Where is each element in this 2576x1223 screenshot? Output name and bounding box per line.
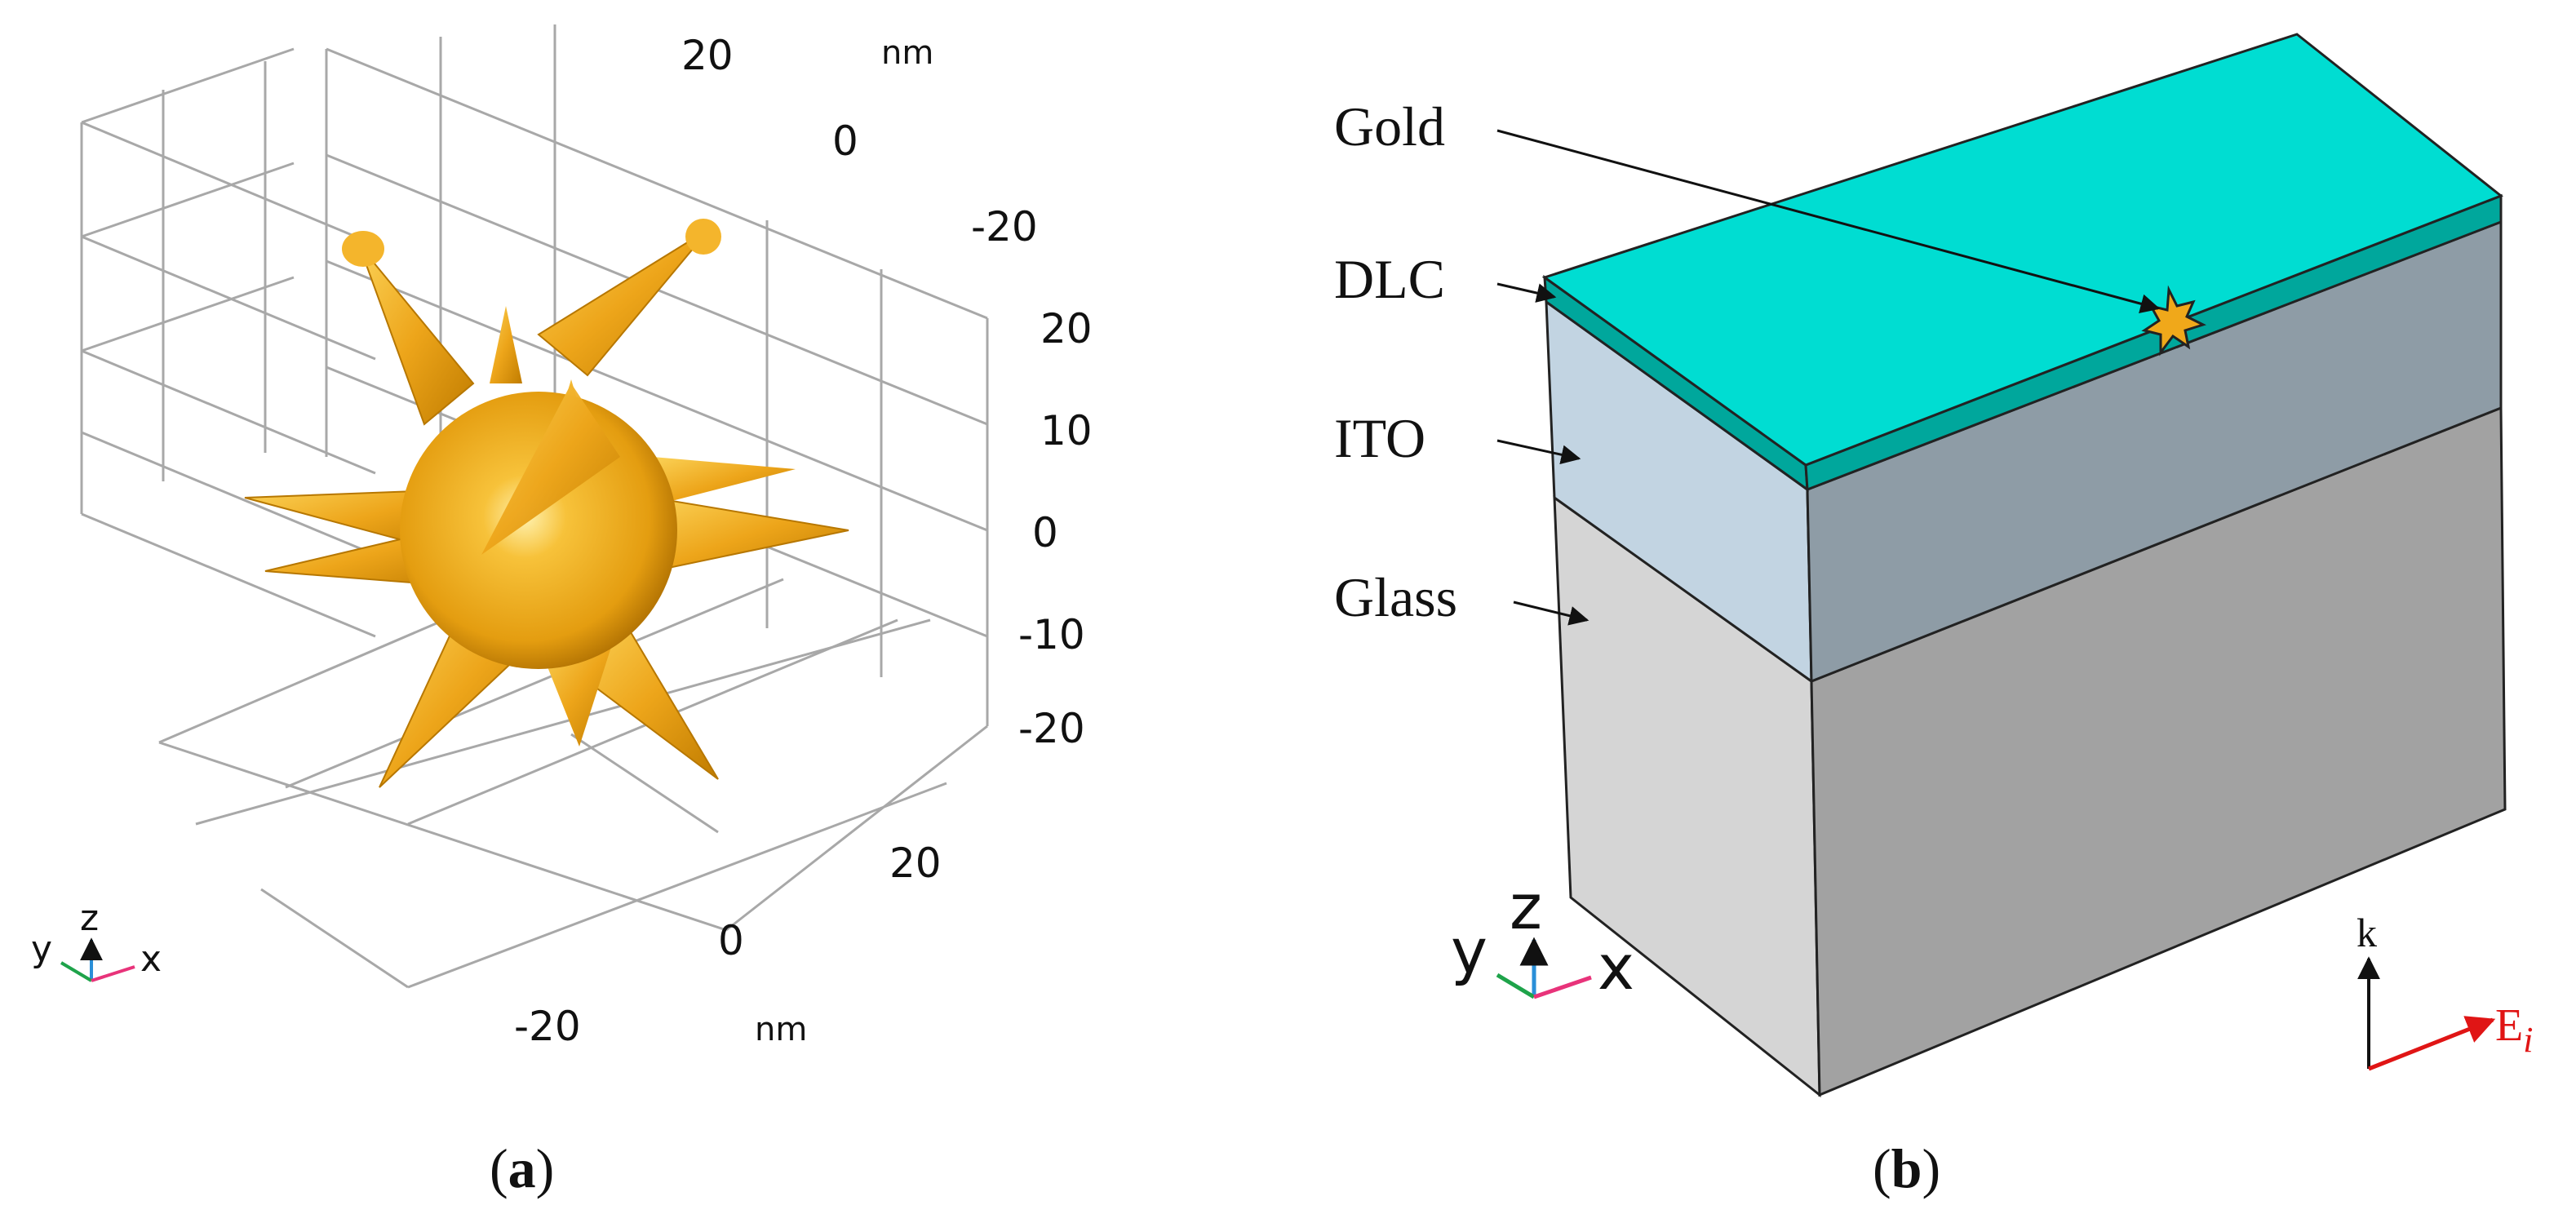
spike-right	[652, 496, 849, 573]
label-gold: Gold	[1334, 95, 1445, 157]
e-label: Ei	[2495, 1000, 2533, 1060]
panel-label-a: (a)	[490, 1137, 554, 1199]
spike-tip-upper-right	[685, 219, 721, 255]
leader-glass	[1513, 600, 1589, 626]
panel-b: Gold DLC ITO Glass y z x k Ei (b	[1334, 33, 2533, 1199]
y-axis-ticks: 20 0 -20 nm	[681, 32, 1038, 250]
tick-y-neg20: -20	[971, 203, 1038, 250]
label-ito: ITO	[1334, 407, 1425, 469]
tick-y-20: 20	[681, 32, 734, 79]
tick-z-neg20: -20	[1018, 705, 1085, 752]
tick-z-10: 10	[1040, 407, 1093, 454]
dlc-top-face	[1541, 33, 2503, 467]
spike-bottom-center	[539, 645, 612, 747]
tick-z-0: 0	[1032, 509, 1058, 556]
tick-x-neg20: -20	[514, 1003, 581, 1050]
field-direction-indicator: k Ei	[2357, 910, 2533, 1071]
z-axis-ticks: 20 10 0 -10 -20	[1018, 305, 1093, 752]
leader-ito	[1496, 439, 1581, 465]
triad-a-x: x	[140, 938, 162, 980]
spike-front	[481, 383, 620, 555]
label-glass: Glass	[1334, 566, 1457, 628]
panel-label-b: (b)	[1873, 1137, 1940, 1199]
panel-a: 20 0 -20 nm 20 10 0 -10 -20 20 0 -20 nm …	[31, 24, 1093, 1199]
triad-a-z: z	[80, 897, 99, 939]
label-dlc: DLC	[1334, 248, 1445, 310]
tick-x-20: 20	[889, 840, 942, 887]
x-axis-ticks: 20 0 -20 nm	[514, 840, 942, 1050]
spike-top-small	[490, 306, 522, 383]
spike-right-upper	[653, 457, 796, 506]
k-label: k	[2357, 910, 2377, 955]
unit-nm-bottom: nm	[755, 1011, 807, 1048]
tick-x-0: 0	[718, 917, 744, 964]
coordinate-triad-a: z y x	[31, 897, 162, 982]
coordinate-triad-b: y z x	[1451, 871, 1634, 1004]
gold-nanostar-3d	[244, 219, 849, 788]
nanostar-core	[400, 392, 677, 669]
unit-nm-top: nm	[881, 34, 933, 72]
triad-b-z: z	[1510, 871, 1542, 943]
tick-z-neg10: -10	[1018, 611, 1085, 658]
e-field-arrow	[2368, 1016, 2496, 1071]
triad-b-x: x	[1598, 931, 1634, 1004]
triad-a-y: y	[31, 928, 52, 970]
spike-upper-right	[537, 228, 711, 377]
tick-y-0: 0	[832, 117, 858, 165]
spike-tip-upper-left	[342, 231, 384, 267]
triad-b-y: y	[1451, 915, 1488, 987]
spike-upper-left	[358, 244, 475, 426]
leader-dlc	[1496, 282, 1557, 303]
leader-gold	[1496, 129, 2161, 313]
tick-z-20: 20	[1040, 305, 1093, 352]
